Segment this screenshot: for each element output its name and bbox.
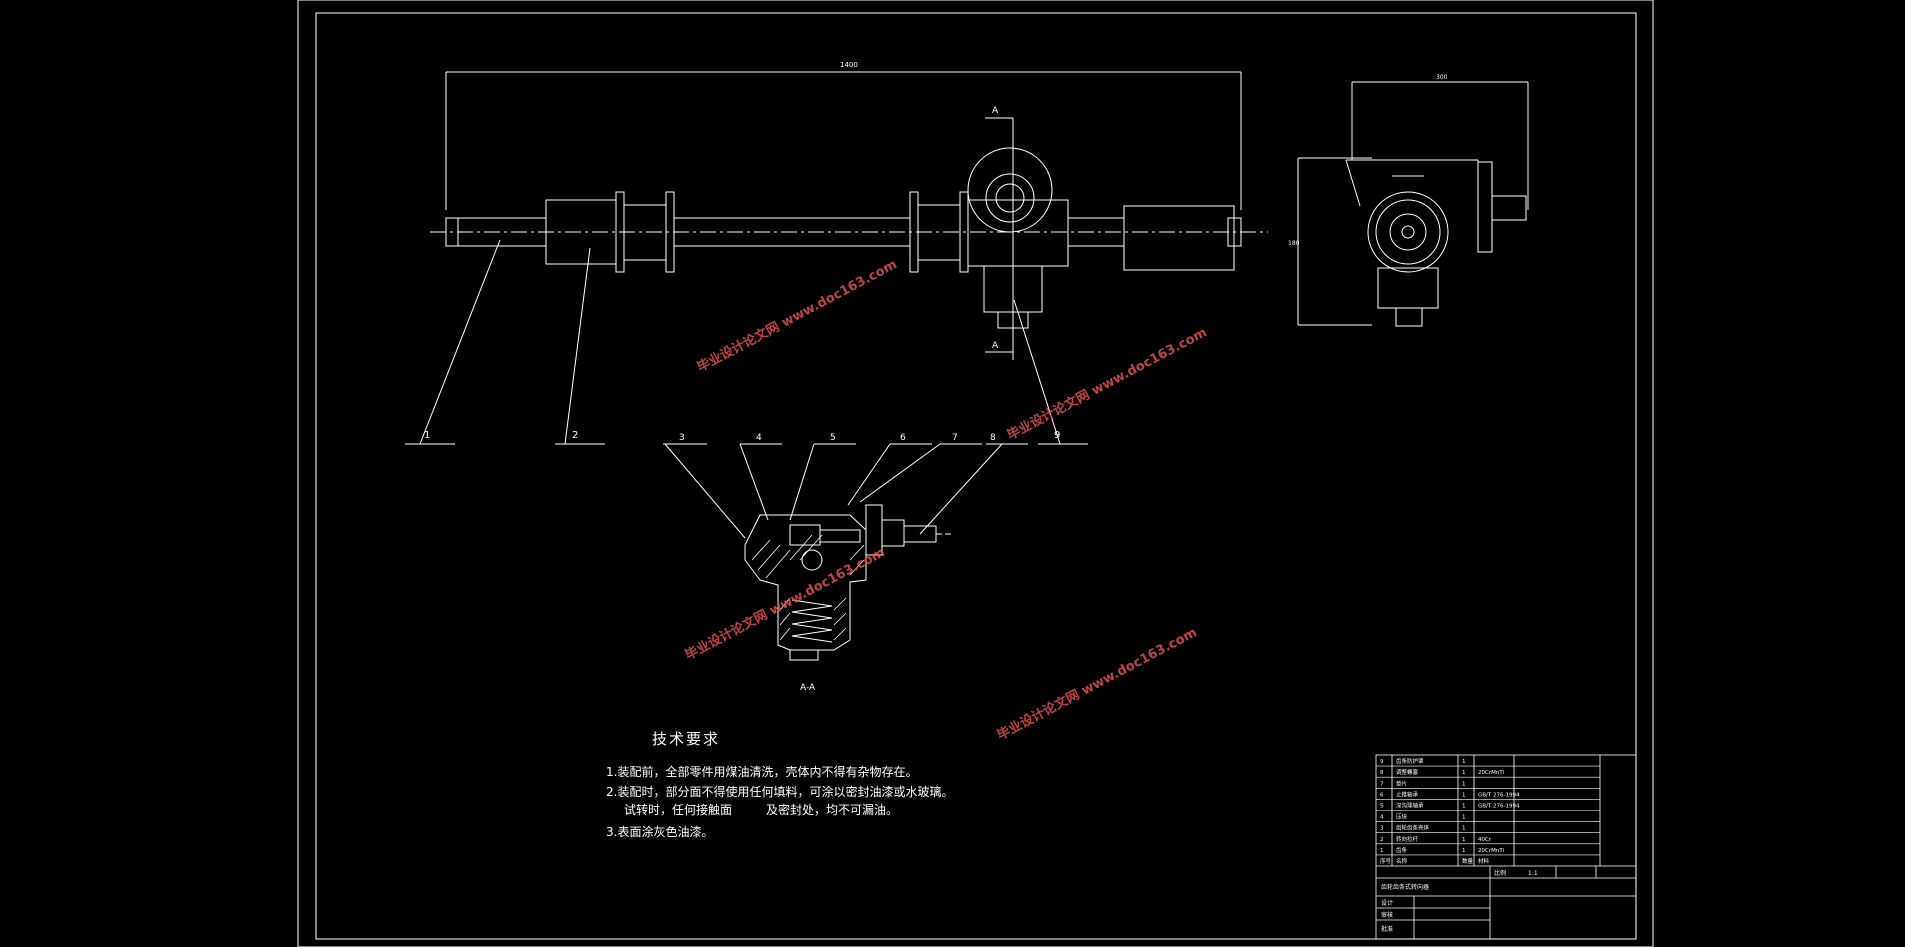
parts-cell: 1: [1462, 770, 1466, 776]
parts-cell: 转向拉杆: [1396, 835, 1419, 843]
parts-cell: 9: [1380, 759, 1384, 765]
parts-cell: 1: [1462, 781, 1466, 787]
watermark-1: 毕业设计论文网 www.doc163.com: [694, 256, 899, 375]
parts-cell: GB/T 276-1994: [1478, 792, 1520, 798]
balloon-4: 4: [756, 433, 762, 443]
drawing-name: 齿轮齿条式转向器: [1381, 883, 1429, 891]
parts-cell: 20CrMnTi: [1478, 770, 1505, 776]
balloon-3: 3: [679, 433, 685, 443]
watermark-3: 毕业设计论文网 www.doc163.com: [682, 544, 887, 663]
tech-item-2a: 试转时，任何接触面: [624, 803, 733, 817]
tech-item-2: 2.装配时，部分面不得使用任何填料，可涂以密封油漆或水玻璃。: [606, 785, 954, 799]
balloon-9: 9: [1054, 430, 1060, 441]
parts-cell: 1: [1380, 848, 1384, 854]
parts-cell: 5: [1380, 804, 1384, 810]
parts-cell: 1: [1462, 837, 1466, 843]
parts-cell: 数量: [1462, 857, 1474, 865]
parts-cell: 1: [1462, 804, 1466, 810]
parts-cell: 垫片: [1396, 779, 1407, 787]
section-mark-bottom: A: [992, 341, 999, 351]
parts-cell: 2: [1380, 837, 1384, 843]
side-height-dimension: 180: [1288, 240, 1300, 247]
section-mark-top: A: [992, 106, 999, 116]
watermarks: 毕业设计论文网 www.doc163.com 毕业设计论文网 www.doc16…: [682, 256, 1209, 743]
parts-cell: 齿轮齿条壳体: [1396, 824, 1430, 832]
parts-cell: 1: [1462, 792, 1466, 798]
parts-cell: 齿条防护罩: [1396, 757, 1424, 765]
side-width-dimension: 300: [1436, 74, 1448, 81]
parts-cell: 压块: [1396, 813, 1408, 821]
title-block: [1375, 754, 1637, 940]
parts-cell: 止推轴承: [1396, 790, 1419, 798]
balloon-8: 8: [990, 433, 996, 443]
balloon-6: 6: [900, 433, 906, 443]
main-view: [405, 71, 1268, 445]
approver-label: 批准: [1381, 925, 1393, 933]
tech-item-3: 3.表面涂灰色油漆。: [606, 825, 714, 839]
parts-cell: 7: [1380, 781, 1384, 787]
section-label: A-A: [800, 683, 816, 693]
parts-cell: 调整螺塞: [1396, 768, 1419, 776]
side-view: [1297, 81, 1529, 327]
inner-frame: [315, 12, 1637, 940]
balloon-2: 2: [572, 430, 578, 441]
outer-border: [297, 0, 1654, 947]
tech-item-2b: 及密封处，均不可漏油。: [766, 803, 899, 817]
parts-cell: 深沟球轴承: [1396, 802, 1424, 810]
scale-label: 比例: [1494, 869, 1506, 877]
parts-cell: 3: [1380, 826, 1384, 832]
watermark-2: 毕业设计论文网 www.doc163.com: [1004, 324, 1209, 443]
scale-value: 1:1: [1528, 870, 1538, 877]
designer-label: 设计: [1381, 899, 1393, 907]
parts-cell: 40Cr: [1478, 837, 1492, 843]
parts-cell: 名称: [1396, 857, 1408, 865]
parts-cell: GB/T 276-1994: [1478, 804, 1520, 810]
parts-cell: 序号: [1380, 857, 1392, 865]
parts-cell: 1: [1462, 826, 1466, 832]
parts-cell: 1: [1462, 815, 1466, 821]
section-a-a: [663, 443, 1028, 661]
parts-cell: 6: [1380, 792, 1384, 798]
checker-label: 审核: [1381, 911, 1393, 919]
parts-cell: 材料: [1478, 857, 1490, 865]
tech-item-1: 1.装配前，全部零件用煤油清洗，壳体内不得有杂物存在。: [606, 765, 918, 779]
parts-cell: 4: [1380, 815, 1384, 821]
tech-requirements-title: 技术要求: [652, 730, 721, 748]
parts-cell: 齿条: [1396, 846, 1408, 854]
watermark-4: 毕业设计论文网 www.doc163.com: [994, 624, 1199, 743]
parts-cell: 1: [1462, 848, 1466, 854]
parts-cell: 20CrMnTi: [1478, 848, 1505, 854]
overall-dimension: 1400: [840, 61, 858, 69]
parts-cell: 8: [1380, 770, 1384, 776]
balloon-7: 7: [952, 433, 958, 443]
balloon-1: 1: [424, 430, 430, 441]
parts-cell: 1: [1462, 759, 1466, 765]
balloon-5: 5: [830, 433, 836, 443]
